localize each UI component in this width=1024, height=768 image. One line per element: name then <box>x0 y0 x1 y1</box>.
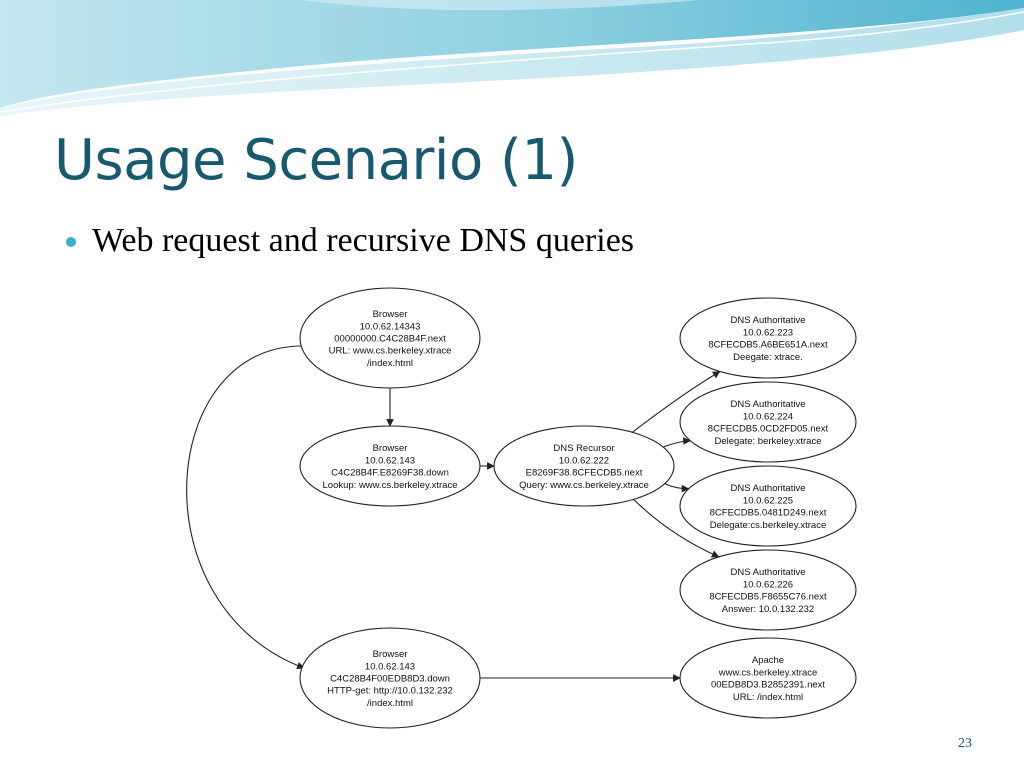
node-label-line: Browser <box>373 443 408 454</box>
node-label-line: Browser <box>373 309 408 320</box>
node-label-line: 8CFECDB5.0481D249.next <box>710 508 827 519</box>
node-ellipse <box>299 627 481 729</box>
node-label-line: 8CFECDB5.F8655C76.next <box>709 592 827 603</box>
header-wave-decoration <box>0 0 1024 116</box>
node-label-line: 10.0.62.143 <box>365 455 415 466</box>
node-label-line: 8CFECDB5.A6BE651A.next <box>708 340 828 351</box>
node-label-line: DNS Authoritative <box>731 483 806 494</box>
node-label-line: URL: /index.html <box>733 692 803 703</box>
edge-dns-recursor-to-dns-auth-4 <box>633 498 720 558</box>
node-ellipse <box>299 425 481 507</box>
node-label-line: 00000000.C4C28B4F.next <box>334 334 446 345</box>
node-label-line: Delegate:cs.berkeley.xtrace <box>710 520 827 531</box>
node-label-line: 10.0.62.225 <box>743 495 793 506</box>
node-label-line: 8CFECDB5.0CD2FD05.next <box>708 424 829 435</box>
node-label-line: DNS Recursor <box>553 443 614 454</box>
dns-request-diagram: Browser10.0.62.1434300000000.C4C28B4F.ne… <box>118 276 886 736</box>
node-label-line: Deegate: xtrace. <box>733 352 803 363</box>
edge-dns-recursor-to-dns-auth-2 <box>663 437 691 448</box>
node-ellipse <box>299 287 481 389</box>
node-dns-recursor: DNS Recursor10.0.62.222E8269F38.8CFECDB5… <box>493 425 675 507</box>
node-label-line: DNS Authoritative <box>731 399 806 410</box>
node-label-line: Browser <box>373 649 408 660</box>
node-label-line: Delegate: berkeley.xtrace <box>714 436 821 447</box>
node-label-line: 10.0.62.222 <box>559 455 609 466</box>
node-label-line: Apache <box>752 655 784 666</box>
node-ellipse <box>493 425 675 507</box>
node-label-line: E8269F38.8CFECDB5.next <box>526 468 643 479</box>
node-label-line: C4C28B4F00EDB8D3.down <box>330 674 450 685</box>
node-label-line: C4C28B4F.E8269F38.down <box>331 468 449 479</box>
node-label-line: 10.0.62.143 <box>365 661 415 672</box>
node-label-line: DNS Authoritative <box>731 567 806 578</box>
slide-title: Usage Scenario (1) <box>54 128 578 193</box>
page-number: 23 <box>958 736 972 751</box>
node-label-line: Lookup: www.cs.berkeley.xtrace <box>323 480 458 491</box>
node-ellipse <box>679 637 857 719</box>
node-ellipse <box>679 297 857 379</box>
node-label-line: 10.0.62.223 <box>743 327 793 338</box>
edge-dns-recursor-to-dns-auth-3 <box>664 483 690 493</box>
node-label-line: Query: www.cs.berkeley.xtrace <box>519 480 649 491</box>
node-label-line: Answer: 10.0.132.232 <box>722 604 814 615</box>
node-browser-3: Browser10.0.62.143C4C28B4F00EDB8D3.downH… <box>299 627 481 729</box>
bullet-dot-icon <box>66 237 76 247</box>
node-label-line: 10.0.62.226 <box>743 579 793 590</box>
node-label-line: DNS Authoritative <box>731 315 806 326</box>
node-label-line: 00EDB8D3.B2852391.next <box>711 680 825 691</box>
bullet-text: Web request and recursive DNS queries <box>92 222 635 259</box>
node-label-line: 10.0.62.14343 <box>360 321 421 332</box>
edge-dns-recursor-to-dns-auth-1 <box>632 371 721 433</box>
node-label-line: URL: www.cs.berkeley.xtrace <box>329 346 452 357</box>
node-label-line: 10.0.62.224 <box>743 411 793 422</box>
node-browser-2: Browser10.0.62.143C4C28B4F.E8269F38.down… <box>299 425 481 507</box>
node-label-line: /index.html <box>367 698 413 709</box>
node-ellipse <box>679 549 857 631</box>
node-ellipse <box>679 465 857 547</box>
node-label-line: www.cs.berkeley.xtrace <box>718 667 818 678</box>
node-label-line: HTTP-get: http://10.0.132.232 <box>327 686 453 697</box>
node-label-line: /index.html <box>367 358 413 369</box>
edge-browser-1-to-browser-3 <box>186 345 305 670</box>
node-ellipse <box>679 381 857 463</box>
